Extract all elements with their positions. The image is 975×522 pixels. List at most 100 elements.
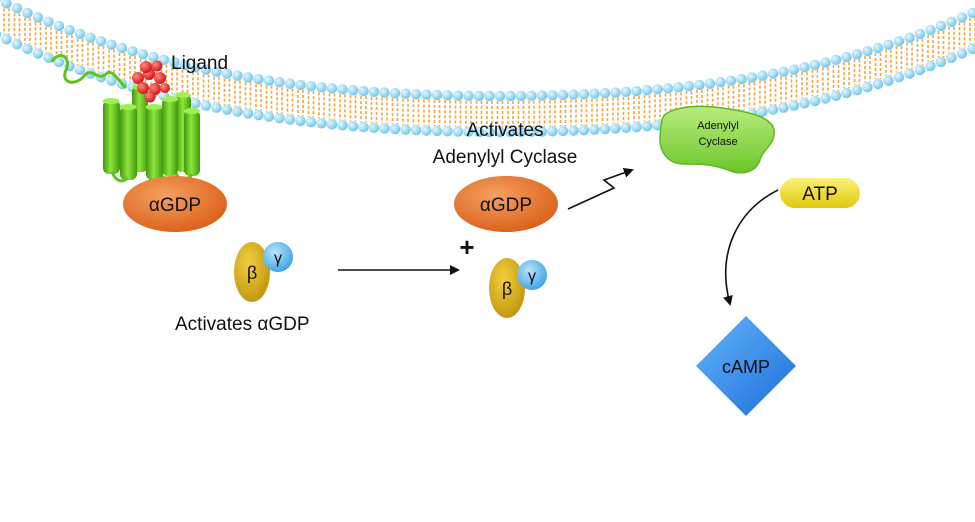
lipid-head bbox=[862, 81, 873, 93]
lipid-head bbox=[578, 124, 590, 136]
lipid-head bbox=[452, 90, 464, 101]
lipid-head bbox=[935, 56, 947, 68]
lipid-head bbox=[431, 125, 443, 137]
lipid-head bbox=[64, 24, 75, 36]
lipid-head bbox=[599, 87, 611, 99]
lipid-head bbox=[557, 89, 569, 101]
lipid-head bbox=[799, 98, 810, 109]
adenylyl-cyclase: Adenylyl Cyclase bbox=[659, 105, 775, 174]
lipid-head bbox=[11, 3, 23, 14]
lipid-head bbox=[589, 88, 600, 99]
receptor bbox=[50, 54, 200, 185]
lipid-head bbox=[190, 62, 201, 73]
lipid-head bbox=[851, 48, 863, 60]
lipid-head bbox=[620, 86, 632, 98]
lipid-head bbox=[610, 87, 621, 98]
lipid-head bbox=[767, 68, 779, 79]
lipid-head bbox=[295, 115, 306, 127]
ligand-label: Ligand bbox=[171, 53, 228, 74]
lipid-head bbox=[53, 20, 65, 32]
lipid-head bbox=[305, 80, 317, 92]
lipid-head bbox=[494, 126, 506, 138]
lipid-head bbox=[1, 34, 12, 45]
lipid-head bbox=[442, 126, 453, 137]
lipid-head bbox=[515, 126, 527, 138]
lipid-head bbox=[0, 0, 1, 2]
lipid-head bbox=[967, 43, 975, 55]
lipid-head bbox=[106, 39, 117, 50]
lipid-head bbox=[368, 86, 380, 98]
lipid-head bbox=[610, 123, 621, 134]
lipid-head bbox=[484, 126, 495, 138]
lipid-head bbox=[379, 87, 390, 98]
plus-sign: + bbox=[459, 232, 474, 262]
lipid-head bbox=[893, 72, 905, 83]
lipid-head bbox=[431, 89, 443, 101]
lipid-head bbox=[620, 122, 632, 134]
lipid-head bbox=[148, 51, 159, 63]
lipid-head bbox=[410, 88, 422, 100]
lipid-head bbox=[190, 98, 201, 109]
beta-gamma-left: β γ bbox=[234, 242, 293, 302]
lipid-head bbox=[809, 59, 821, 71]
lipid-head bbox=[725, 75, 737, 86]
lipid-head bbox=[494, 90, 506, 102]
lipid-head bbox=[536, 126, 548, 137]
lipid-head bbox=[463, 126, 474, 137]
camp-molecule: cAMP bbox=[696, 316, 796, 416]
beta-label: β bbox=[247, 263, 257, 283]
lipid-head bbox=[200, 100, 212, 111]
lipid-head bbox=[221, 104, 233, 115]
beta-gamma-right: β γ bbox=[489, 258, 547, 318]
lipid-head bbox=[11, 39, 23, 50]
lipid-head bbox=[316, 82, 327, 93]
lipid-head bbox=[389, 123, 401, 135]
lipid-head bbox=[22, 7, 33, 19]
lipid-head bbox=[221, 68, 233, 79]
enzyme-label-line2: Cyclase bbox=[698, 136, 737, 148]
lipid-head bbox=[505, 126, 516, 138]
lipid-head bbox=[368, 122, 380, 134]
lipid-head bbox=[547, 90, 558, 101]
ligand-molecule bbox=[132, 60, 170, 103]
lipid-head bbox=[32, 48, 44, 59]
lipid-head bbox=[358, 121, 369, 133]
lipid-head bbox=[106, 75, 117, 86]
lipid-head bbox=[242, 72, 254, 83]
lipid-head bbox=[767, 104, 779, 115]
lipid-head bbox=[379, 123, 390, 134]
lipid-head bbox=[830, 54, 842, 66]
lipid-head bbox=[326, 119, 338, 130]
lipid-head bbox=[694, 79, 705, 91]
activation-arrow bbox=[567, 167, 634, 210]
lipid-head bbox=[641, 85, 653, 96]
lipid-head bbox=[736, 73, 747, 85]
lipid-head bbox=[473, 126, 485, 138]
lipid-head bbox=[914, 64, 926, 76]
activates-label-line1: Activates bbox=[466, 120, 543, 141]
receptor-n-terminus bbox=[50, 54, 128, 90]
lipid-head bbox=[400, 124, 411, 135]
lipid-head bbox=[904, 68, 915, 79]
lipid-head bbox=[841, 51, 852, 63]
lipid-head bbox=[505, 90, 516, 102]
lipid-head bbox=[473, 90, 485, 102]
lipid-head bbox=[925, 60, 936, 72]
lipid-head bbox=[578, 88, 590, 100]
lipid-head bbox=[263, 111, 275, 122]
lipid-head bbox=[841, 87, 852, 99]
lipid-head bbox=[967, 7, 975, 19]
lipid-head bbox=[305, 116, 317, 128]
lipid-head bbox=[1, 0, 12, 9]
beta-label-right: β bbox=[502, 279, 512, 299]
lipid-head bbox=[442, 90, 453, 101]
lipid-head bbox=[347, 85, 359, 96]
lipid-head bbox=[179, 59, 191, 71]
alpha-gdp-bound: αGDP bbox=[123, 176, 227, 232]
camp-label: cAMP bbox=[722, 357, 770, 377]
lipid-head bbox=[116, 42, 128, 54]
lipid-head bbox=[253, 109, 264, 121]
lipid-head bbox=[662, 83, 674, 94]
lipid-head bbox=[893, 36, 905, 47]
